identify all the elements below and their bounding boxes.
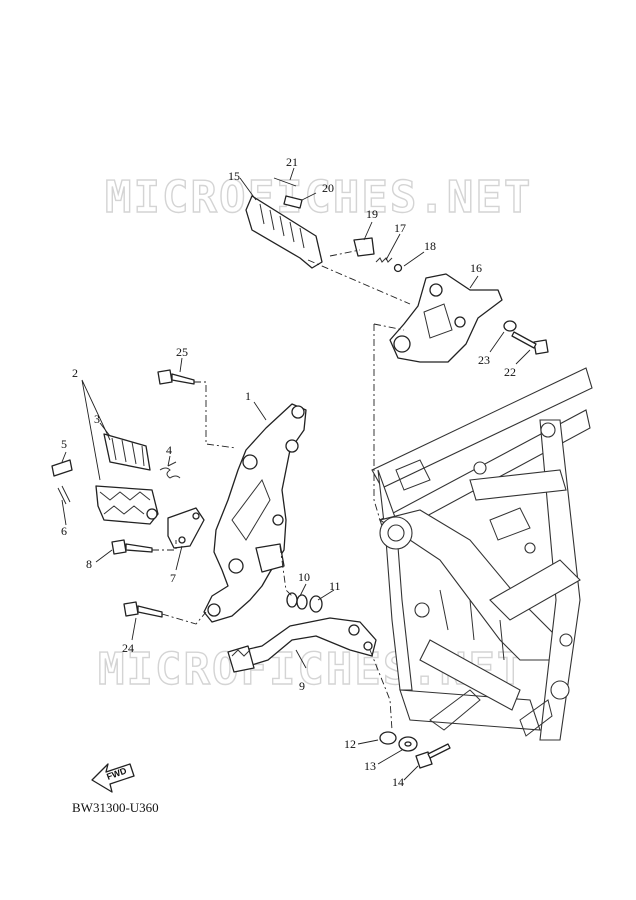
callout-2: 2 — [72, 366, 78, 380]
callout-16: 16 — [470, 261, 482, 275]
leader-lines — [61, 167, 531, 781]
callout-8: 8 — [86, 557, 92, 571]
callout-12: 12 — [344, 737, 356, 751]
cotter-pin — [57, 485, 71, 505]
callout-19: 19 — [366, 207, 378, 221]
passenger-footpeg — [245, 195, 323, 269]
passenger-pin — [283, 195, 303, 209]
passenger-bracket — [389, 273, 503, 363]
passenger-cotter-pin — [273, 177, 297, 187]
callout-15: 15 — [228, 169, 240, 183]
watermark-top: MICROFICHES.NET — [105, 172, 532, 223]
callout-9: 9 — [299, 679, 305, 693]
callout-24: 24 — [122, 641, 134, 655]
callout-21: 21 — [286, 155, 298, 169]
callout-17: 17 — [394, 221, 406, 235]
footrest-bracket — [203, 403, 307, 623]
detent-spring — [375, 257, 393, 263]
callout-14: 14 — [392, 775, 404, 789]
callout-25: 25 — [176, 345, 188, 359]
fwd-arrow-icon: FWD — [91, 763, 135, 793]
callout-4: 4 — [166, 443, 172, 457]
callout-23: 23 — [478, 353, 490, 367]
assembly-lines — [152, 249, 411, 731]
callout-20: 20 — [322, 181, 334, 195]
callout-1: 1 — [245, 389, 251, 403]
callout-3: 3 — [94, 412, 100, 426]
callout-22: 22 — [504, 365, 516, 379]
callout-6: 6 — [61, 524, 67, 538]
callout-18: 18 — [424, 239, 436, 253]
footpeg-pin — [51, 459, 73, 477]
rider-footpeg — [95, 433, 159, 525]
callout-11: 11 — [329, 579, 341, 593]
callout-labels: 1 2 3 4 5 6 7 8 9 10 11 12 13 14 15 16 1… — [61, 155, 516, 789]
callout-13: 13 — [364, 759, 376, 773]
callout-5: 5 — [61, 437, 67, 451]
washers — [286, 320, 517, 752]
callout-7: 7 — [170, 571, 176, 585]
diagram-code: BW31300-U360 — [72, 800, 159, 815]
detent-plate — [353, 237, 375, 257]
callout-10: 10 — [298, 570, 310, 584]
spring — [159, 461, 181, 479]
bolts — [111, 331, 549, 769]
frame-illustration — [371, 367, 593, 741]
detent-ball — [393, 263, 403, 273]
